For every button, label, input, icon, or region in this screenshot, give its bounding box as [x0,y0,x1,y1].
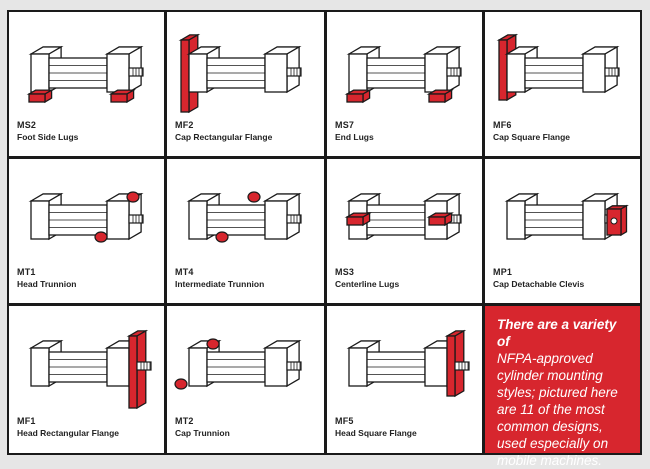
cylinder-barrel [206,57,266,89]
cell-ms2: MS2 Foot Side Lugs [9,12,164,156]
cylinder-barrel [206,204,266,236]
style-label: Cap Square Flange [493,132,570,142]
callout-body: NFPA-approved cylinder mounting styles; … [497,351,618,468]
cell-mf2: MF2 Cap Rectangular Flange [167,12,324,156]
style-label: Head Trunnion [17,279,77,289]
trunnion-pin-right [247,191,261,203]
cylinder-barrel [524,204,584,236]
cylinder-ms3-illustration [344,192,462,241]
cell-mf1: MF1 Head Rectangular Flange [9,306,164,453]
cell-mt2: MT2 Cap Trunnion [167,306,324,453]
callout-lead: There are a variety of [497,317,617,349]
cylinder-mt2-illustration [174,338,302,390]
mounting-lug-front [108,89,137,104]
cylinder-barrel [524,57,584,89]
style-label: Foot Side Lugs [17,132,79,142]
callout-box: There are a variety of NFPA-approved cyl… [485,306,640,468]
trunnion-pin-right [206,338,220,350]
mounting-lug-front [426,212,455,227]
mounting-lug-rear [344,89,373,104]
cylinder-mf6-illustration [496,33,620,102]
cylinder-mf1-illustration [28,329,152,410]
cell-mf6: MF6 Cap Square Flange [485,12,640,156]
style-code: MS3 [335,267,355,277]
mounting-lug-front [426,89,455,104]
style-label: End Lugs [335,132,374,142]
cylinder-mt1-illustration [28,191,144,243]
style-label: Intermediate Trunnion [175,279,265,289]
head-end-block [422,45,462,94]
cylinder-barrel [366,57,426,89]
cylinder-barrel [366,351,426,383]
cylinder-barrel [48,351,108,383]
cylinder-barrel [48,204,108,236]
style-code: MS2 [17,120,37,130]
trunnion-pin-left [174,378,188,390]
mounting-lug-rear [26,89,55,104]
cylinder-barrel [206,351,266,383]
cylinder-barrel [48,57,108,89]
trunnion-pin-right [126,191,140,203]
cylinder-mt4-illustration [186,191,302,243]
style-label: Cap Detachable Clevis [493,279,585,289]
style-label: Head Rectangular Flange [17,428,120,438]
style-code: MF1 [17,416,36,426]
trunnion-pin-left [94,231,108,243]
style-code: MT4 [175,267,194,277]
style-code: MS7 [335,120,355,130]
cell-mt1: MT1 Head Trunnion [9,159,164,303]
style-label: Head Square Flange [335,428,417,438]
cylinder-mf2-illustration [178,33,302,114]
style-code: MF2 [175,120,194,130]
style-label: Cap Rectangular Flange [175,132,273,142]
style-label: Cap Trunnion [175,428,230,438]
cell-ms3: MS3 Centerline Lugs [327,159,482,303]
cell-ms7: MS7 End Lugs [327,12,482,156]
cylinder-ms7-illustration [344,45,462,104]
style-code: MF5 [335,416,354,426]
cell-mt4: MT4 Intermediate Trunnion [167,159,324,303]
style-code: MP1 [493,267,513,277]
cylinder-mp1-illustration [504,192,629,241]
cylinder-mf5-illustration [346,329,470,398]
cylinder-ms2-illustration [26,45,144,104]
style-label: Centerline Lugs [335,279,400,289]
mounting-styles-grid: MS2 Foot Side Lugs MF2 Cap Rectangular F… [7,10,642,468]
cell-mf5: MF5 Head Square Flange [327,306,482,453]
style-code: MT1 [17,267,36,277]
mounting-lug-rear [344,212,373,227]
head-end-block [262,45,302,94]
clevis-hole [610,217,618,225]
trunnion-pin-left [215,231,229,243]
cell-mp1: MP1 Cap Detachable Clevis [485,159,640,303]
style-code: MT2 [175,416,194,426]
style-code: MF6 [493,120,512,130]
head-end-block [580,45,620,94]
cylinder-barrel [366,204,426,236]
